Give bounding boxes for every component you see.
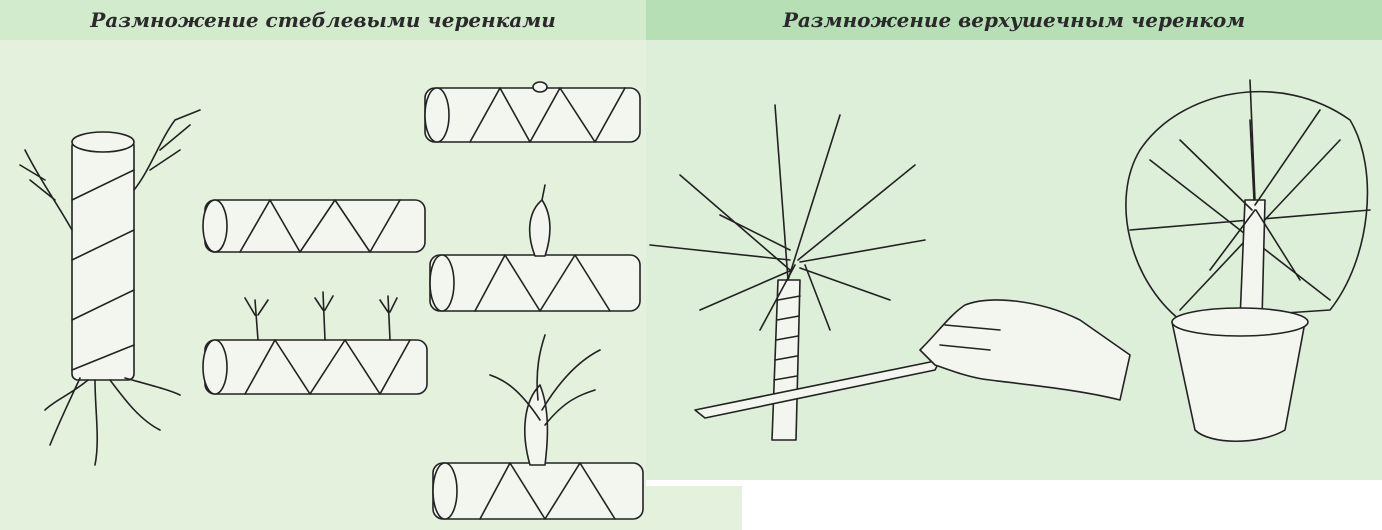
panel-extension — [646, 486, 742, 530]
horizontal-stem-cutting — [202, 199, 426, 253]
stem-cutting-bud — [424, 81, 641, 143]
vertical-stem-cutting — [19, 109, 201, 466]
palm-with-saw — [649, 104, 1131, 441]
stem-cutting-with-shoots — [202, 291, 428, 395]
potted-plant-under-bag — [1125, 79, 1371, 442]
stem-cuttings-title: Размножение стеблевыми черенками — [0, 0, 646, 40]
stem-cutting-rooted-plant — [432, 334, 644, 520]
stem-cutting-sprout — [429, 184, 641, 312]
tip-cutting-title: Размножение верхушечным черенком — [646, 0, 1382, 40]
